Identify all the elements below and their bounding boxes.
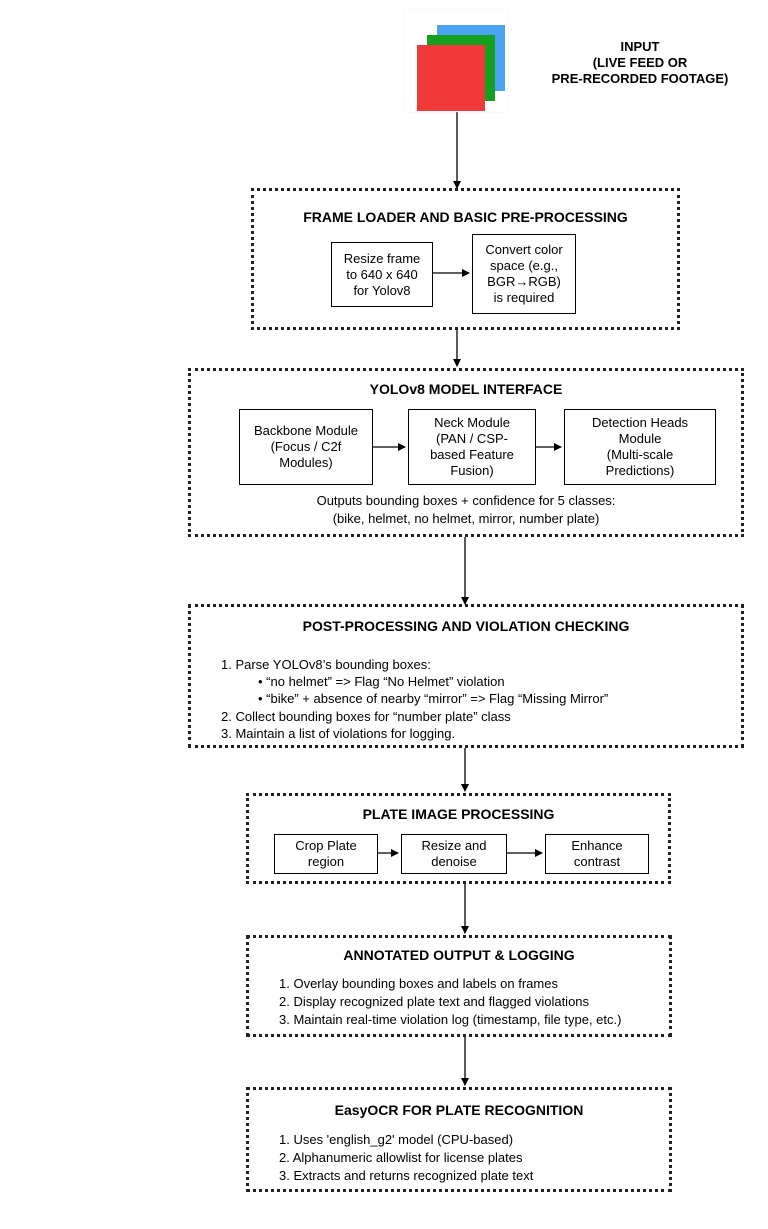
- frame-loader-section: FRAME LOADER AND BASIC PRE-PROCESSING Re…: [251, 188, 680, 330]
- post-line-5: 3. Maintain a list of violations for log…: [221, 726, 456, 741]
- post-line-4: 2. Collect bounding boxes for “number pl…: [221, 709, 511, 724]
- easyocr-title: EasyOCR FOR PLATE RECOGNITION: [334, 1102, 584, 1118]
- stacked-frames-icon: [405, 10, 508, 112]
- easyocr-section: EasyOCR FOR PLATE RECOGNITION 1. Uses 'e…: [246, 1087, 672, 1192]
- resize-denoise-step: Resize and denoise: [401, 834, 507, 874]
- neck-module: Neck Module (PAN / CSP- based Feature Fu…: [408, 409, 536, 485]
- plate-processing-section: PLATE IMAGE PROCESSING Crop Plate region…: [246, 793, 671, 884]
- backbone-module: Backbone Module (Focus / C2f Modules): [239, 409, 373, 485]
- post-line-3: • “bike” + absence of nearby “mirror” =>…: [258, 691, 609, 706]
- crop-plate-step: Crop Plate region: [274, 834, 378, 874]
- post-processing-section: POST-PROCESSING AND VIOLATION CHECKING 1…: [188, 604, 744, 748]
- post-line-2: • “no helmet” => Flag “No Helmet” violat…: [258, 674, 505, 689]
- annotated-line-3: 3. Maintain real-time violation log (tim…: [279, 1012, 622, 1027]
- annotated-line-1: 1. Overlay bounding boxes and labels on …: [279, 976, 558, 991]
- plate-processing-title: PLATE IMAGE PROCESSING: [362, 806, 555, 822]
- annotated-output-section: ANNOTATED OUTPUT & LOGGING 1. Overlay bo…: [246, 935, 672, 1037]
- easyocr-line-2: 2. Alphanumeric allowlist for license pl…: [279, 1150, 523, 1165]
- yolo-section: YOLOv8 MODEL INTERFACE Backbone Module (…: [188, 368, 744, 537]
- annotated-output-title: ANNOTATED OUTPUT & LOGGING: [343, 947, 575, 963]
- resize-frame-step: Resize frame to 640 x 640 for Yolov8: [331, 242, 433, 307]
- input-node: [405, 10, 508, 112]
- enhance-contrast-step: Enhance contrast: [545, 834, 649, 874]
- easyocr-line-3: 3. Extracts and returns recognized plate…: [279, 1168, 534, 1183]
- yolo-output-line-2: (bike, helmet, no helmet, mirror, number…: [332, 511, 600, 526]
- post-processing-title: POST-PROCESSING AND VIOLATION CHECKING: [302, 618, 630, 634]
- easyocr-line-1: 1. Uses 'english_g2' model (CPU-based): [279, 1132, 514, 1147]
- yolo-output-line-1: Outputs bounding boxes + confidence for …: [316, 493, 616, 508]
- annotated-line-2: 2. Display recognized plate text and fla…: [279, 994, 590, 1009]
- frame-layer-front: [417, 45, 485, 111]
- input-label: INPUT (LIVE FEED OR PRE-RECORDED FOOTAGE…: [551, 39, 729, 86]
- frame-loader-title: FRAME LOADER AND BASIC PRE-PROCESSING: [303, 209, 628, 225]
- yolo-title: YOLOv8 MODEL INTERFACE: [369, 381, 563, 397]
- convert-color-step: Convert color space (e.g., BGR→RGB) is r…: [472, 234, 576, 314]
- post-line-1: 1. Parse YOLOv8’s bounding boxes:: [221, 657, 431, 672]
- detection-heads-module: Detection Heads Module (Multi-scale Pred…: [564, 409, 716, 485]
